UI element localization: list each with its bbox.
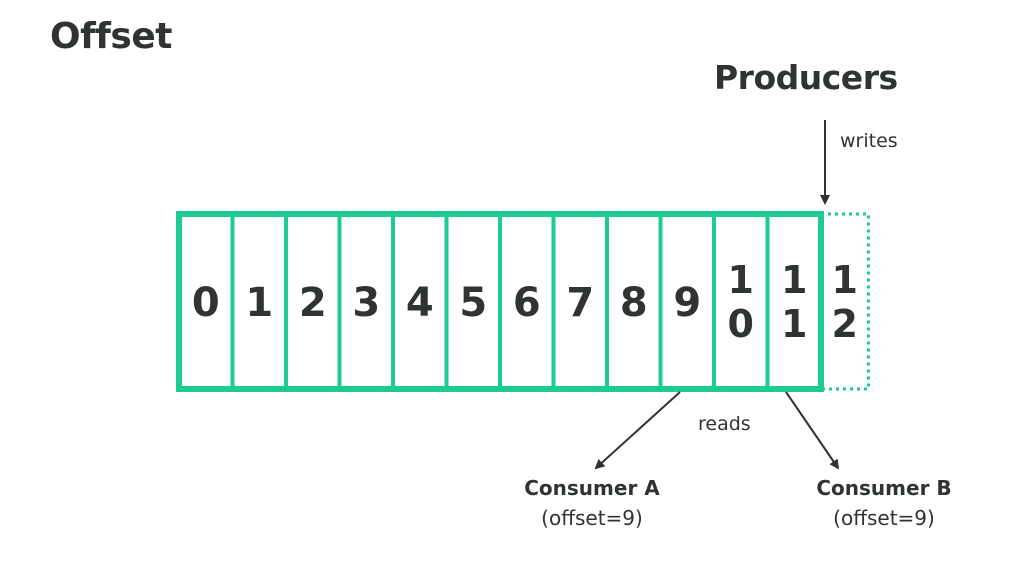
consumer-a: Consumer A (offset=9) <box>492 473 692 533</box>
log-cell-offset-12-line-0: 1 <box>832 258 858 302</box>
log-cell-offset-3: 3 <box>352 280 380 326</box>
producers-label: Producers <box>714 58 898 97</box>
log-cell-offset-11-line-1: 1 <box>781 302 807 346</box>
log-cell-offset-5: 5 <box>459 280 487 326</box>
log-cell-offset-4: 4 <box>406 280 434 326</box>
reads-arrow-consumer-a <box>594 391 681 470</box>
page-title: Offset <box>50 16 172 57</box>
log-cell-offset-2: 2 <box>299 280 327 326</box>
consumer-a-name: Consumer A <box>524 476 660 500</box>
consumer-b-name: Consumer B <box>816 476 952 500</box>
log-cell-offset-6: 6 <box>513 280 541 326</box>
log-cell-offset-10-line-1: 0 <box>728 302 754 346</box>
log-cell-offset-9: 9 <box>673 280 701 326</box>
consumer-a-offset: (offset=9) <box>541 506 643 530</box>
log-cell-offset-7: 7 <box>566 280 594 326</box>
log-cell-offset-1: 1 <box>245 280 273 326</box>
log-cell-offset-8: 8 <box>620 280 648 326</box>
log-cell-offset-0: 0 <box>192 280 220 326</box>
writes-label: writes <box>840 130 898 152</box>
reads-label: reads <box>698 413 751 435</box>
log-cell-pending <box>819 212 870 391</box>
log-cell-offset-12-line-1: 2 <box>832 302 858 346</box>
log-cell-offset-10-line-0: 1 <box>728 258 754 302</box>
reads-arrow-consumer-b <box>785 391 840 470</box>
consumer-b: Consumer B (offset=9) <box>784 473 984 533</box>
log-cell-offset-11-line-0: 1 <box>781 258 807 302</box>
consumer-b-offset: (offset=9) <box>833 506 935 530</box>
